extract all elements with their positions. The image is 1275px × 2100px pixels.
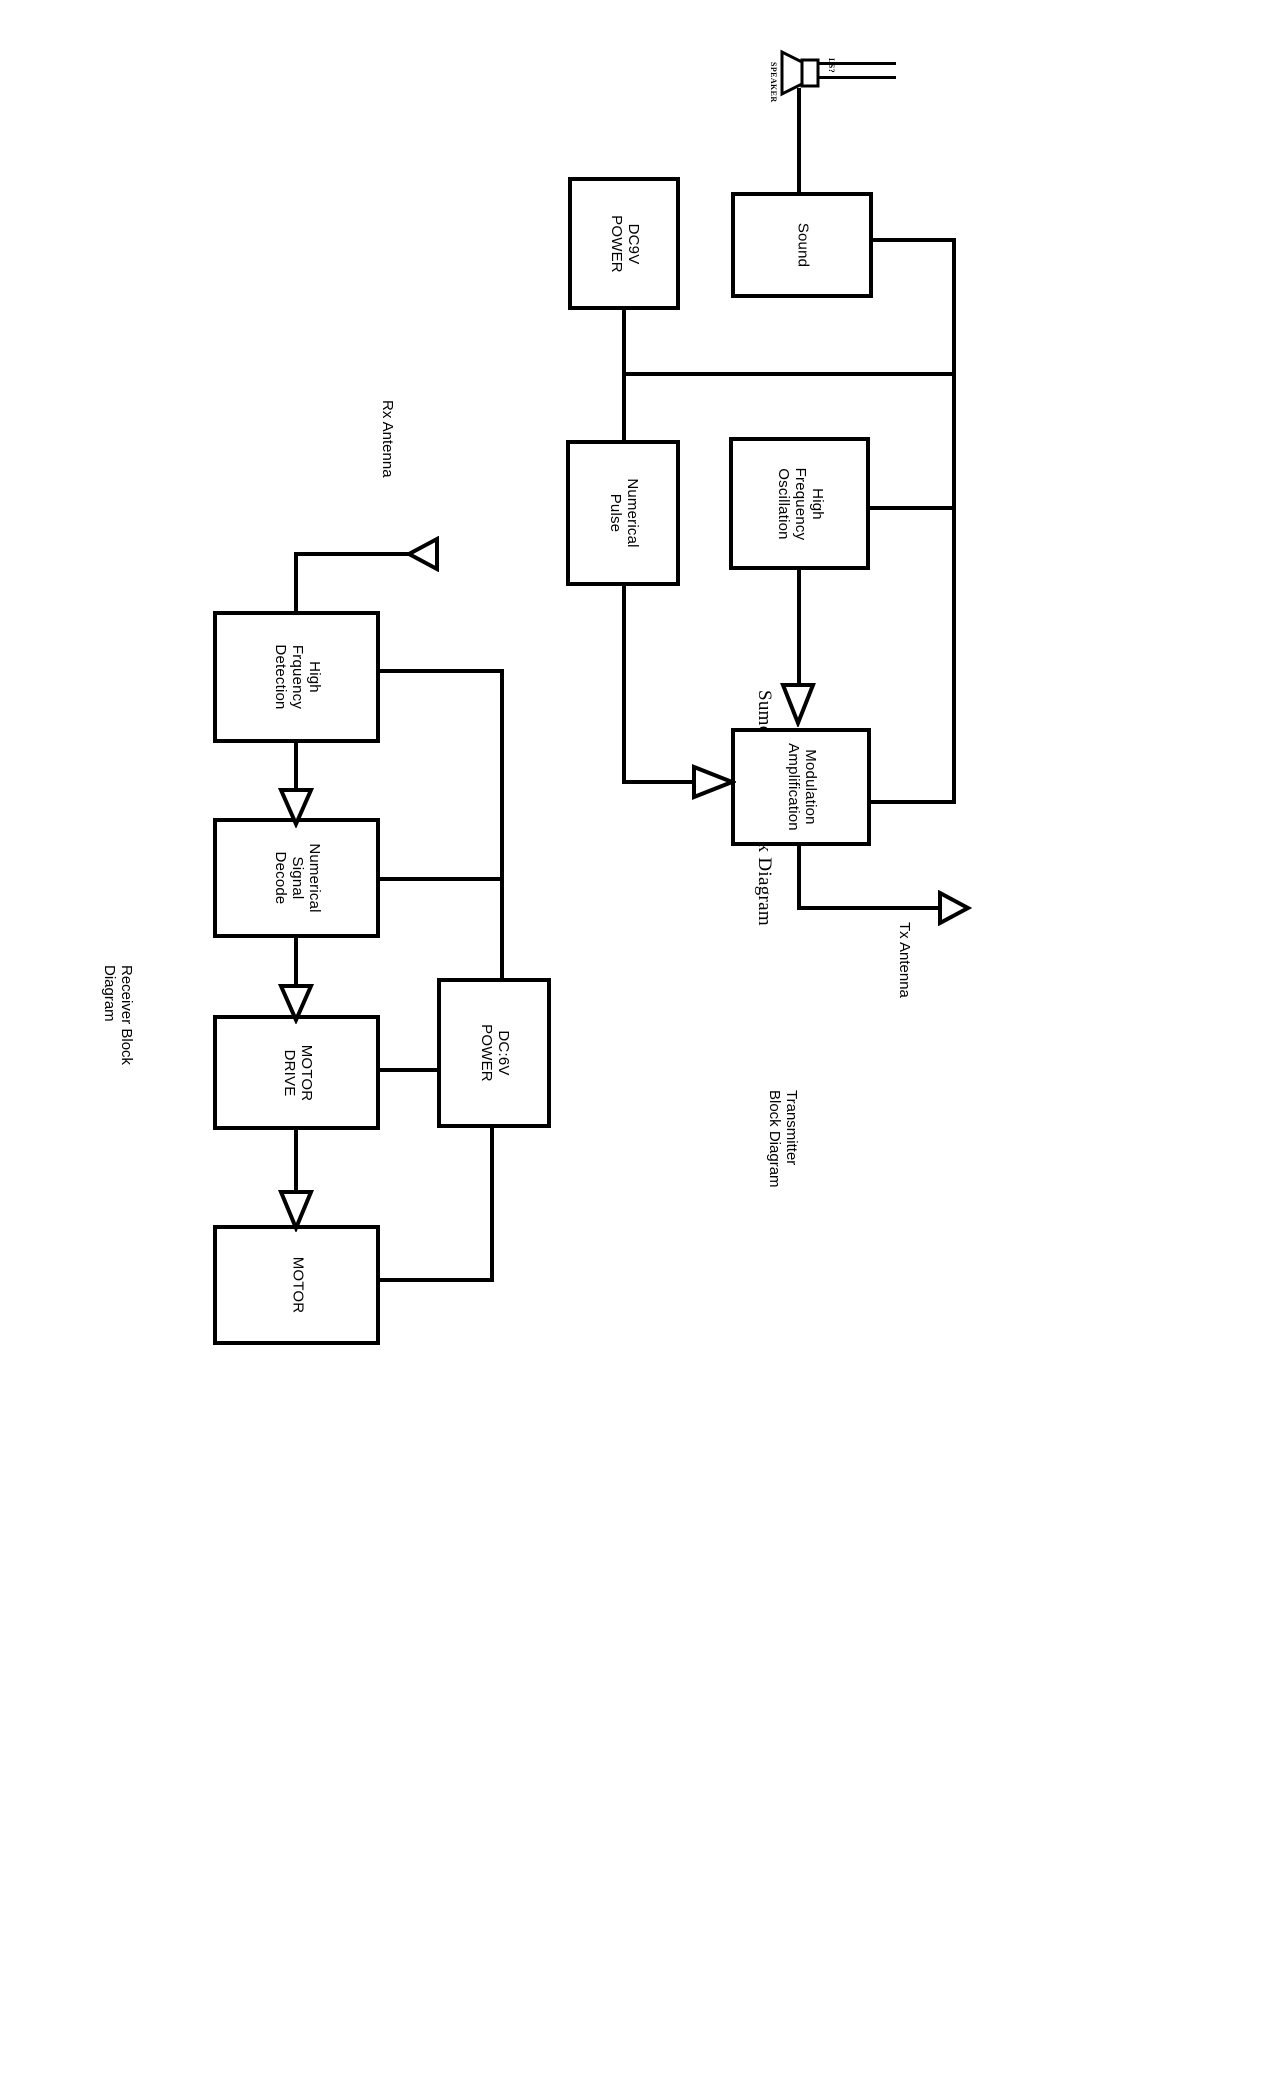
wire-dc6v-down (490, 1124, 494, 1282)
block-numerical-pulse[interactable]: Numerical Pulse (566, 440, 680, 586)
block-high-frequency-detection[interactable]: High Frquency Detection (213, 611, 380, 743)
block-sound[interactable]: Sound (731, 192, 873, 298)
block-dc6v-power[interactable]: DC:6V POWER (437, 978, 551, 1128)
tx-antenna-icon (938, 890, 972, 926)
wire-power-rail-rx (500, 669, 504, 982)
wire-tx-antenna-lead (797, 906, 945, 910)
block-motor-label: MOTOR (288, 1256, 306, 1314)
wire-rail-to-modamp (867, 800, 956, 804)
speaker-to-sound-wire (797, 88, 801, 193)
block-dc9v-power-label: DC9V POWER (608, 214, 642, 273)
wire-hfdet-to-power-rail (377, 669, 504, 673)
wire-rx-antenna-lead (294, 552, 410, 556)
arrow-hfosc-to-modamp (780, 683, 816, 727)
wire-power-bus (622, 372, 956, 376)
receiver-title: Receiver Block Diagram (100, 965, 135, 1066)
block-motor-drive-label: MOTOR DRIVE (280, 1044, 315, 1101)
speaker-lead-2 (818, 76, 896, 79)
wire-modamp-to-antenna (797, 842, 801, 910)
block-high-frequency-oscillation[interactable]: High Frequency Oscillation (729, 437, 870, 570)
wire-sound-to-rail (869, 238, 956, 242)
rx-antenna-label: Rx Antenna (379, 400, 396, 478)
arrow-numpulse-to-modamp (692, 764, 736, 800)
wire-mdrive-to-motor (294, 1126, 298, 1192)
block-numerical-signal-decode-label: Numerical Signal Decode (272, 843, 323, 913)
tx-antenna-label: Tx Antenna (896, 922, 913, 998)
wire-numdec-to-mdrive (294, 934, 298, 986)
wire-hfdet-to-numdec (294, 739, 298, 793)
block-modulation-amplification[interactable]: Modulation Amplification (731, 728, 871, 846)
wire-dc6v-to-motor (377, 1278, 494, 1282)
block-motor-drive[interactable]: MOTOR DRIVE (213, 1015, 380, 1130)
block-sound-label: Sound (794, 222, 812, 268)
block-modulation-amplification-label: Modulation Amplification (785, 743, 819, 831)
arrow-hfdet-to-numdec (278, 788, 314, 828)
block-numerical-signal-decode[interactable]: Numerical Signal Decode (213, 818, 380, 938)
wire-hfosc-to-modamp (797, 566, 801, 688)
rx-antenna-icon (405, 536, 439, 572)
block-motor[interactable]: MOTOR (213, 1225, 380, 1345)
transmitter-title: Transmitter Block Diagram (765, 1090, 800, 1188)
wire-numpulse-down (622, 582, 626, 784)
wire-hfosc-to-rail (866, 506, 956, 510)
speaker-ref-label: LS? (827, 58, 836, 73)
arrow-mdrive-to-motor (278, 1190, 314, 1232)
speaker-icon (780, 48, 826, 114)
wire-rx-antenna-down (294, 552, 298, 614)
speaker-lead-1 (818, 62, 896, 65)
block-high-frequency-oscillation-label: High Frequency Oscillation (775, 467, 826, 540)
block-dc6v-power-label: DC:6V POWER (478, 1024, 512, 1082)
wire-dc6v-to-mdrive (377, 1068, 441, 1072)
block-high-frequency-detection-label: High Frquency Detection (272, 644, 323, 710)
arrow-numdec-to-mdrive (278, 984, 314, 1024)
wire-numdec-to-power-rail (377, 877, 504, 881)
block-dc9v-power[interactable]: DC9V POWER (568, 177, 680, 310)
block-numerical-pulse-label: Numerical Pulse (607, 478, 641, 548)
wire-numpulse-to-modamp (622, 780, 696, 784)
wire-rail-right-lower (952, 372, 956, 804)
speaker-label: SPEAKER (769, 62, 778, 103)
wire-power-rail-right (952, 238, 956, 376)
